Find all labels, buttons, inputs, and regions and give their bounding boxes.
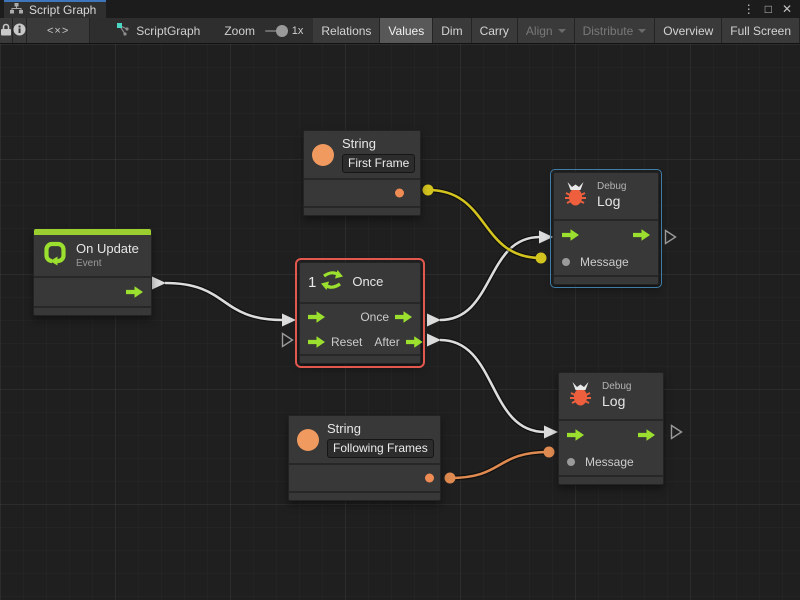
lock-icon — [0, 23, 12, 39]
flow-output-port[interactable] — [638, 429, 655, 441]
debug-bug-icon — [562, 180, 589, 212]
info-icon — [13, 23, 26, 39]
wire-string-top-out-to-debug-top-message — [422, 184, 547, 264]
align-button[interactable]: Align — [517, 18, 575, 43]
wire-once-after-out-to-debug-bottom-in — [427, 333, 558, 439]
node-footer — [554, 275, 658, 284]
string-value-input[interactable]: Following Frames — [327, 439, 434, 459]
node-on-update-event[interactable]: On Update Event — [33, 228, 152, 316]
zoom-slider[interactable] — [265, 24, 288, 37]
node-title: Once — [352, 274, 384, 290]
debug-bug-icon — [567, 380, 594, 412]
wire-once-out-to-debug-top-in — [427, 230, 553, 327]
node-footer — [300, 354, 420, 363]
node-debug-log-bottom[interactable]: Debug Log Message — [558, 372, 664, 485]
relations-button[interactable]: Relations — [313, 18, 381, 43]
message-value-port[interactable] — [567, 458, 575, 466]
node-title: String — [327, 421, 361, 436]
unconnected-output-port-triangle[interactable] — [670, 424, 683, 445]
port-label-reset: Reset — [331, 335, 363, 349]
node-footer — [304, 206, 420, 215]
zoom-label: Zoom — [224, 23, 255, 38]
graph-breadcrumb[interactable]: ScriptGraph — [106, 18, 210, 43]
node-title: On Update — [76, 241, 139, 257]
wire-string-bottom-out-to-debug-bottom-message — [444, 446, 555, 484]
values-button[interactable]: Values — [380, 18, 434, 43]
string-value-input[interactable]: First Frame — [342, 154, 416, 174]
dim-button[interactable]: Dim — [433, 18, 472, 43]
value-output-port[interactable] — [425, 473, 434, 483]
carry-button[interactable]: Carry — [471, 18, 518, 43]
unconnected-output-port-triangle[interactable] — [664, 229, 677, 250]
port-label-message: Message — [580, 255, 629, 269]
port-label-once: Once — [360, 310, 389, 324]
info-button[interactable] — [13, 18, 27, 43]
node-footer — [559, 475, 663, 484]
chevron-down-icon — [638, 28, 647, 33]
code-icon: <×> — [47, 24, 70, 37]
zoom-value: 1x — [291, 24, 304, 37]
tab-script-graph[interactable]: Script Graph — [4, 0, 107, 18]
node-footer — [34, 306, 151, 315]
node-string-following-frames[interactable]: String Following Frames — [288, 415, 441, 502]
script-graph-node-icon — [116, 22, 130, 39]
flow-input-port[interactable] — [308, 311, 325, 323]
update-loop-icon — [42, 240, 68, 271]
wire-on-update-out-to-once-in — [152, 276, 296, 327]
message-value-port[interactable] — [562, 258, 570, 266]
port-label-message: Message — [585, 455, 634, 469]
distribute-button[interactable]: Distribute — [574, 18, 656, 43]
node-footer — [289, 491, 440, 500]
string-type-icon — [297, 428, 319, 451]
wire-layer — [152, 184, 558, 484]
overview-button[interactable]: Overview — [655, 18, 723, 43]
flow-input-port-reset[interactable] — [308, 336, 325, 348]
full-screen-button[interactable]: Full Screen — [722, 18, 800, 43]
once-cycle-icon — [320, 268, 344, 297]
maximize-icon[interactable]: □ — [764, 2, 772, 16]
toolbar-buttons: Relations Values Dim Carry Align Distrib… — [313, 18, 800, 43]
graph-name-label: ScriptGraph — [136, 23, 201, 38]
node-string-first-frame[interactable]: String First Frame — [303, 130, 421, 217]
flow-output-port[interactable] — [126, 286, 143, 298]
toolbar: <×> ScriptGraph Zoom 1x Relations Values… — [0, 18, 800, 44]
graph-hierarchy-icon — [10, 3, 23, 17]
port-label-after: After — [374, 335, 400, 349]
title-bar: Script Graph ⋮ □ ✕ — [0, 0, 800, 18]
event-accent-bar — [34, 229, 151, 235]
flow-output-port-once[interactable] — [395, 311, 412, 323]
node-kind: Debug — [602, 381, 632, 393]
window-controls: ⋮ □ ✕ — [743, 0, 800, 18]
node-title: Log — [597, 193, 621, 210]
kebab-menu-icon[interactable]: ⋮ — [742, 2, 755, 16]
once-count-badge: 1 — [308, 274, 317, 291]
unconnected-reset-port-triangle[interactable] — [281, 332, 294, 353]
node-once[interactable]: 1 Once Once Reset — [295, 258, 425, 368]
node-debug-log-top[interactable]: Debug Log Message — [550, 169, 662, 288]
close-icon[interactable]: ✕ — [781, 2, 792, 16]
value-output-port[interactable] — [395, 188, 404, 198]
node-title: String — [342, 136, 376, 151]
node-title: Log — [602, 393, 626, 410]
chevron-down-icon — [557, 28, 566, 33]
flow-output-port-after[interactable] — [405, 336, 423, 348]
flow-input-port[interactable] — [567, 429, 584, 441]
lock-button[interactable] — [0, 18, 13, 43]
node-subtitle: Event — [76, 257, 102, 269]
tab-title: Script Graph — [29, 3, 97, 17]
flow-input-port[interactable] — [562, 229, 579, 241]
graph-canvas[interactable]: On Update Event String First Frame — [0, 44, 800, 600]
edit-source-button[interactable]: <×> — [27, 18, 91, 43]
string-type-icon — [312, 143, 334, 166]
flow-output-port[interactable] — [633, 229, 650, 241]
node-kind: Debug — [597, 181, 627, 193]
zoom-slider-handle[interactable] — [275, 24, 288, 37]
